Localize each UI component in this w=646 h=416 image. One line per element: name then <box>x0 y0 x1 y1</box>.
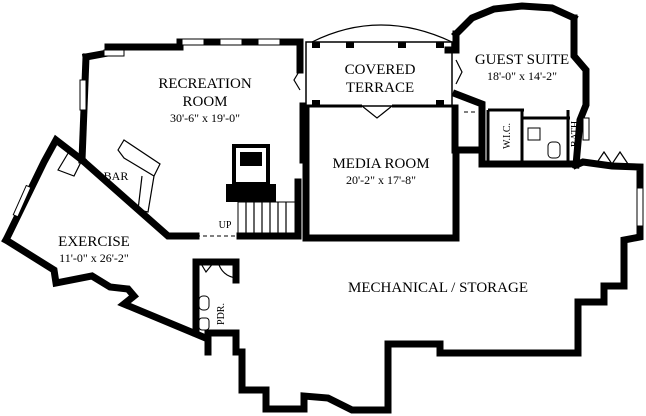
guest-suite-name: GUEST SUITE <box>475 52 569 68</box>
covered-terrace-name-2: TERRACE <box>346 80 414 96</box>
recreation-room-name-2: ROOM <box>182 94 227 110</box>
recreation-room-name: RECREATION <box>158 76 252 92</box>
guest-suite-dims: 18'-0" x 14'-2" <box>487 69 557 83</box>
windows <box>12 38 644 227</box>
mechanical-storage-name: MECHANICAL / STORAGE <box>348 280 528 296</box>
exercise-name: EXERCISE <box>58 234 130 250</box>
bath-label: BATH <box>570 121 581 147</box>
interior-walls <box>57 102 629 337</box>
media-room-name: MEDIA ROOM <box>332 156 429 172</box>
powder-label: PDR. <box>216 303 227 325</box>
room-labels: RECREATION ROOM 30'-6" x 19'-0" COVERED … <box>58 52 581 325</box>
wic-label: W.I.C. <box>502 123 513 149</box>
recreation-room-dims: 30'-6" x 19'-0" <box>170 111 240 125</box>
stair-up-label: UP <box>219 220 232 231</box>
exercise-dims: 11'-0" x 26'-2" <box>59 251 129 265</box>
media-room-dims: 20'-2" x 17'-8" <box>346 173 416 187</box>
bar-label: BAR <box>104 169 129 183</box>
covered-terrace-name: COVERED <box>345 62 416 78</box>
covered-terrace-walls <box>293 41 463 119</box>
